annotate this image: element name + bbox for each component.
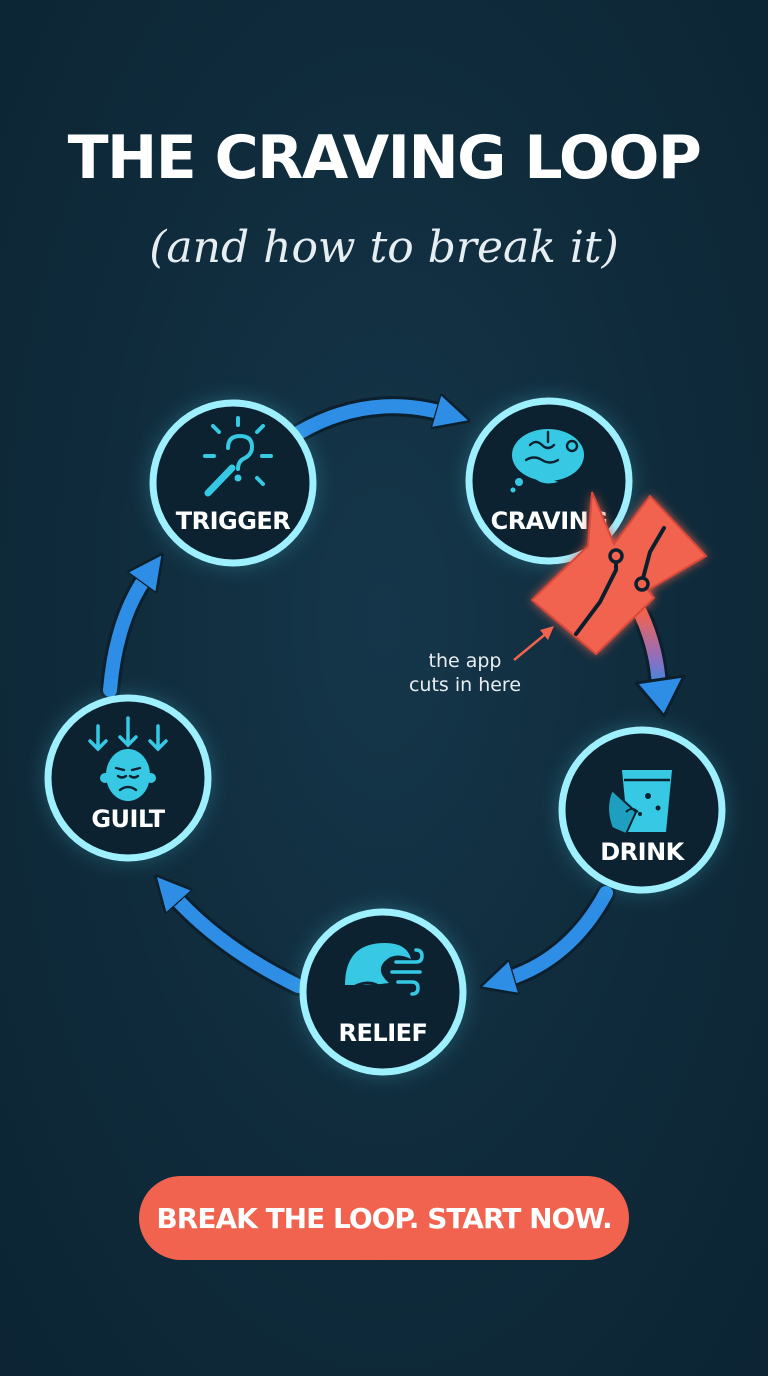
glass-in-hand-icon [607, 770, 672, 836]
node-drink: DRINK [558, 726, 726, 894]
arrow-trigger-to-craving [290, 406, 446, 442]
node-label-drink: DRINK [600, 838, 685, 866]
node-label-relief: RELIEF [339, 1019, 428, 1047]
arrow-drink-to-relief [504, 883, 616, 980]
arrow-relief-to-guilt [172, 894, 308, 996]
node-guilt: GUILT [44, 694, 212, 862]
break-the-loop-button[interactable]: BREAK THE LOOP. START NOW. [139, 1176, 629, 1260]
node-relief: RELIEF [299, 908, 467, 1076]
page-title: THE CRAVING LOOP [67, 123, 702, 193]
flash-question-icon [203, 416, 273, 497]
page-subtitle: (and how to break it) [149, 222, 619, 273]
arrow-guilt-to-trigger [100, 574, 148, 700]
annotation-arrow [513, 626, 554, 661]
brain-icon [510, 429, 584, 493]
node-label-trigger: TRIGGER [176, 507, 291, 535]
broken-circuit-icon [530, 491, 708, 656]
wave-wind-icon [345, 943, 424, 996]
sad-face-arrows-icon [88, 716, 168, 801]
node-trigger: TRIGGER [149, 399, 317, 567]
node-label-guilt: GUILT [91, 805, 165, 833]
arrow-craving-to-drink [630, 602, 686, 718]
